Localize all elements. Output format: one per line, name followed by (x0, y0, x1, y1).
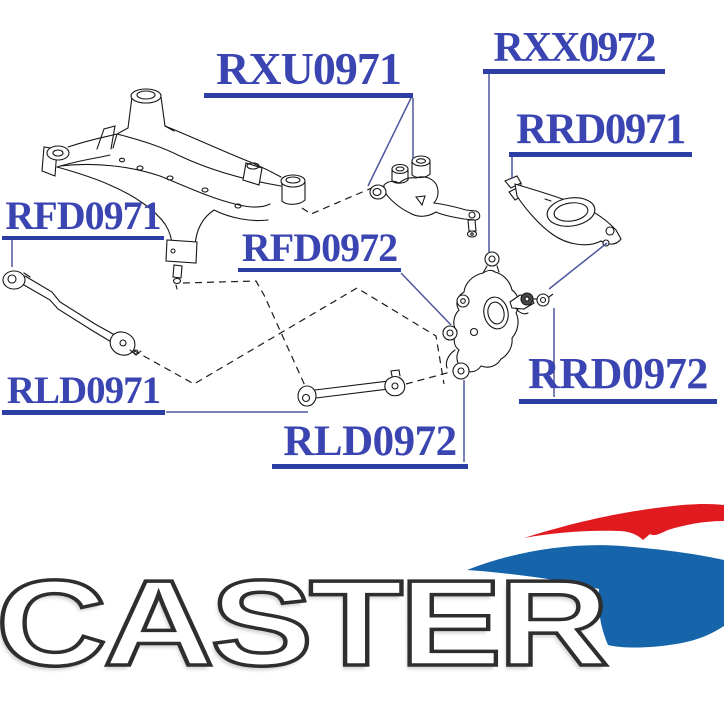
lateral-rod-drawing (2, 270, 142, 356)
part-label-rxu0971: RXU0971 (204, 46, 413, 98)
swoosh-red (524, 503, 724, 540)
swoosh-blue (467, 545, 724, 648)
rear-subframe-drawing (41, 88, 306, 290)
dashed-connectors (132, 186, 459, 389)
toe-link-rod-drawing (297, 369, 406, 407)
part-label-rrd0972: RRD0972 (519, 352, 717, 404)
brand-watermark: CASTER (0, 555, 611, 691)
part-label-rld0972: RLD0972 (272, 420, 468, 469)
brand-swoosh (467, 503, 724, 648)
rear-lower-arm-drawing (504, 175, 622, 247)
part-label-rld0971: RLD0971 (2, 371, 165, 415)
part-label-rrd0971: RRD0971 (509, 108, 692, 157)
part-label-rxx0972: RXX0972 (483, 27, 665, 74)
bushing-pair-drawing (520, 292, 554, 307)
part-label-rfd0971: RFD0971 (2, 196, 164, 240)
part-label-rfd0972: RFD0972 (238, 228, 401, 272)
leader-lines (11, 73, 608, 462)
wheel-knuckle-drawing (442, 251, 535, 380)
upper-control-arm-drawing (369, 155, 481, 238)
